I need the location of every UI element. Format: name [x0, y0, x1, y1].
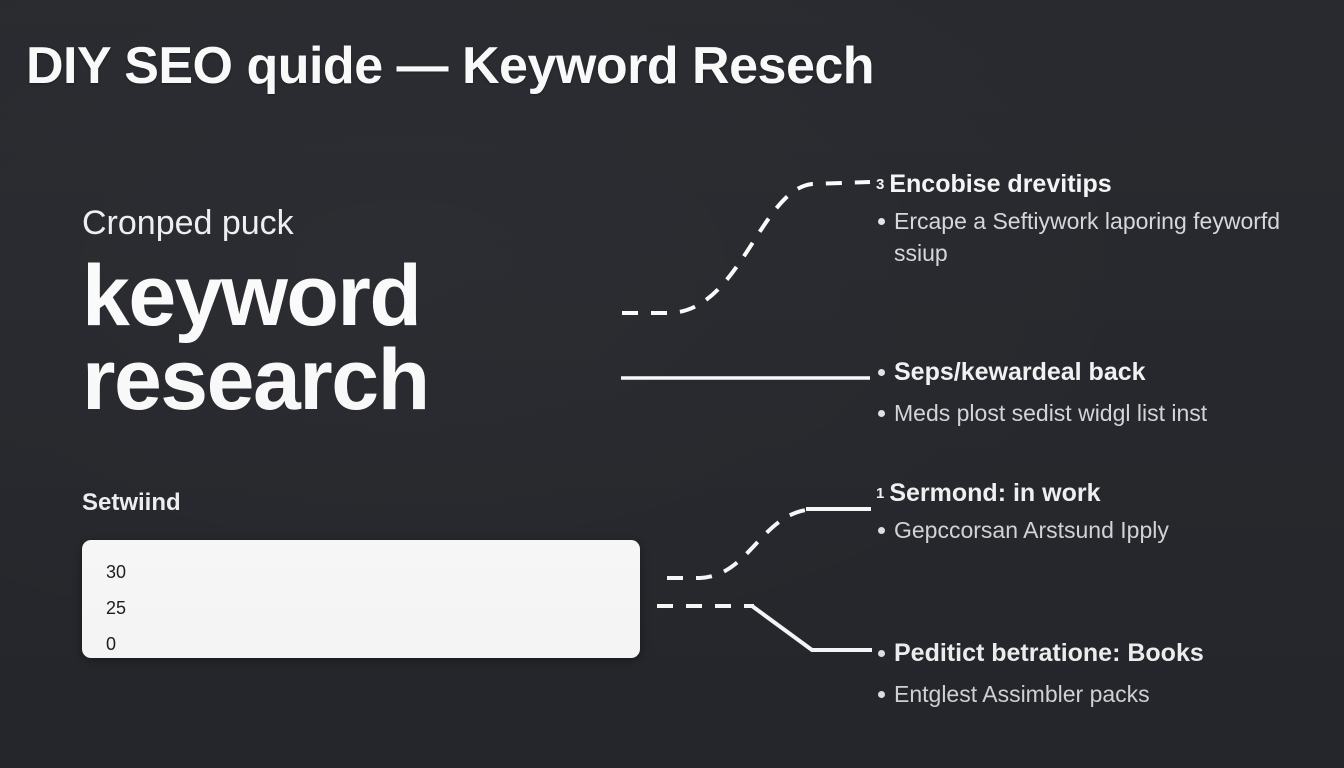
connector-step-bottom-solid: [750, 604, 872, 652]
bullet-item: Gepccorsan Arstsund Ipply: [876, 514, 1336, 547]
bullet-item: Meds plost sedist widgl list inst: [876, 397, 1336, 430]
panel-value-row: 25: [106, 598, 127, 618]
value-panel[interactable]: 30 25 0: [82, 540, 640, 658]
bullet-item: Entglest Assimbler packs: [876, 678, 1336, 711]
group-heading-text: Encobise drevitips: [889, 170, 1112, 198]
headline: keyword research: [82, 247, 642, 429]
bullet-item: Seps/kewardeal back: [876, 355, 1336, 391]
left-content-block: Cronped puck keyword research: [82, 203, 642, 429]
headline-line-1: keyword: [82, 247, 422, 344]
group-heading-text: Sermond: in work: [889, 479, 1101, 507]
eyebrow-label: Cronped puck: [82, 204, 294, 242]
bullet-item: Peditict betratione: Books: [876, 636, 1336, 672]
panel-value-row: 30: [106, 562, 127, 582]
connector-curve-lower-dash: [667, 508, 807, 580]
content-group: Seps/kewardeal back Meds plost sedist wi…: [876, 349, 1336, 429]
group-number: 3: [876, 176, 885, 193]
bullet-item: Ercape a Seftiywork laporing feyworfd ss…: [876, 205, 1336, 270]
page-title: DIY SEO quide — Keyword Resech: [26, 37, 875, 95]
connector-curve-top: [622, 180, 871, 315]
group-number: 1: [876, 485, 885, 502]
panel-value-row: 0: [106, 634, 117, 654]
content-group: Peditict betratione: Books Entglest Assi…: [876, 630, 1336, 710]
headline-line-2: research: [82, 332, 430, 429]
setwiind-label: Setwiind: [82, 489, 181, 516]
